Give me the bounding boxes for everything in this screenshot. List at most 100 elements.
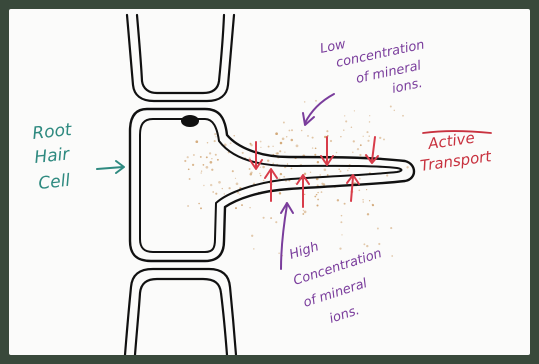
ion-dot <box>200 156 202 158</box>
ion-dot <box>187 156 189 158</box>
ion-dot <box>235 178 236 179</box>
ion-dot <box>283 122 285 124</box>
ion-dot <box>363 201 364 202</box>
ion-dot <box>260 141 262 143</box>
ion-dot <box>215 154 217 156</box>
ion-dot <box>279 150 281 152</box>
ion-dot <box>336 152 338 154</box>
ion-dot <box>314 154 316 156</box>
ion-dot <box>341 234 342 235</box>
ion-dot <box>280 142 283 145</box>
active-transport-label: Active Transport <box>419 129 493 175</box>
ion-dot <box>303 210 304 211</box>
ion-dot <box>366 131 368 133</box>
ion-dot <box>359 154 361 156</box>
ion-dot <box>275 132 278 135</box>
ion-dot <box>215 136 216 137</box>
ion-dot <box>209 152 211 154</box>
ion-dot <box>222 188 223 189</box>
ion-dot <box>203 185 204 186</box>
ion-dot <box>312 137 314 139</box>
ion-dot <box>195 140 198 143</box>
ion-dot <box>353 140 355 142</box>
ion-dot <box>233 135 234 136</box>
ion-dot <box>277 152 279 154</box>
ion-dot <box>262 166 265 169</box>
root-hair-label-line1: Root <box>31 120 73 144</box>
ion-dot <box>369 115 370 116</box>
ion-dot <box>383 138 385 140</box>
ion-dot <box>279 192 281 194</box>
ion-dot <box>189 178 191 180</box>
ion-dot <box>263 217 265 219</box>
ion-dot <box>369 135 370 136</box>
ion-dot <box>249 168 251 170</box>
ion-dot <box>210 161 213 164</box>
ion-dot <box>315 147 317 149</box>
ion-dot <box>200 207 202 209</box>
low-label-line4: ions. <box>391 76 424 97</box>
high-label-line4: ions. <box>328 303 362 327</box>
ion-dot <box>270 217 272 219</box>
ion-dot <box>235 207 237 209</box>
ion-dot <box>253 248 255 250</box>
low-concentration-arrow <box>303 94 334 125</box>
ion-dot <box>260 175 261 176</box>
ion-dot <box>378 243 380 245</box>
ion-dot <box>369 121 371 123</box>
ion-dot <box>218 181 221 184</box>
ion-dot <box>295 183 296 184</box>
ion-dot <box>310 172 311 173</box>
ion-dot <box>304 194 305 195</box>
ion-dot <box>296 145 299 148</box>
ion-dot <box>344 203 346 205</box>
ion-dot <box>338 169 340 171</box>
ion-dot <box>188 168 190 170</box>
ion-dot <box>187 205 189 207</box>
ion-dot <box>211 158 212 159</box>
ion-dot <box>282 138 285 141</box>
ion-dot <box>312 147 313 148</box>
upper-cell <box>127 15 234 101</box>
ion-dot <box>391 255 393 257</box>
ion-dot <box>359 178 361 180</box>
ion-dot <box>337 199 339 201</box>
ion-dot <box>340 136 341 137</box>
ion-dot <box>304 211 307 214</box>
ion-dot <box>363 243 365 245</box>
ion-dot <box>316 194 318 196</box>
ion-dot <box>317 161 319 163</box>
ion-dot <box>317 192 318 193</box>
ion-dot <box>390 227 392 229</box>
ion-dot <box>340 221 342 223</box>
ion-dot <box>206 156 208 158</box>
ion-dot <box>304 173 306 175</box>
ion-dot <box>291 168 293 170</box>
ion-dot <box>339 247 341 249</box>
ion-dot <box>354 110 355 111</box>
ion-dot <box>224 193 225 194</box>
ion-dot <box>184 160 186 162</box>
ion-dot <box>284 151 285 152</box>
ion-dot <box>406 166 408 168</box>
root-hair-pointer-arrow <box>97 161 124 173</box>
ion-dot <box>198 203 200 205</box>
ion-dot <box>323 183 326 186</box>
ion-dot <box>210 184 212 186</box>
ion-dot <box>367 213 369 215</box>
ion-dot <box>345 120 347 122</box>
ion-dot <box>283 176 285 178</box>
ion-dot <box>272 146 273 147</box>
ion-dot <box>317 199 319 201</box>
ion-dot <box>366 245 368 247</box>
ion-dot <box>260 147 261 148</box>
ion-dot <box>321 191 323 193</box>
ion-dot <box>326 130 328 132</box>
ion-dot <box>259 173 260 174</box>
ion-dot <box>211 169 213 171</box>
ion-dot <box>249 207 251 209</box>
ion-dot <box>357 148 359 150</box>
root-hair-label-line2: Hair <box>33 144 71 168</box>
ion-dot <box>200 172 202 174</box>
high-concentration-label: High Concentration of mineral ions. <box>288 239 384 327</box>
